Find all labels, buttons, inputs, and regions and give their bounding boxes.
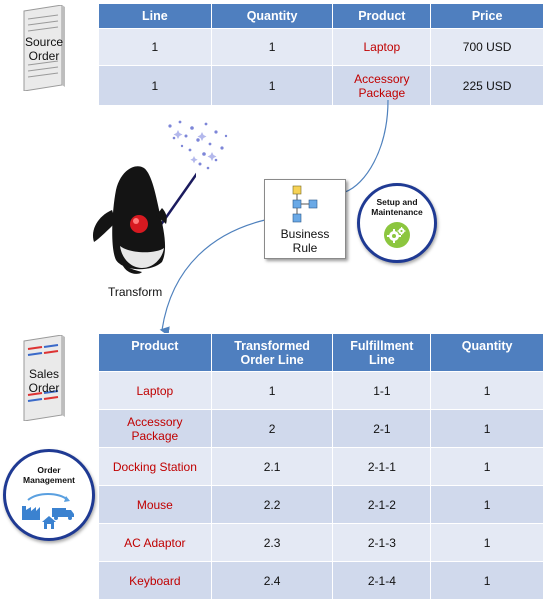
business-rule-box: Business Rule xyxy=(264,179,346,259)
fulfillment-cell: 2-1-1 xyxy=(332,447,432,486)
transform-label: Transform xyxy=(108,285,163,299)
source-order-header-row: Line Quantity Product Price xyxy=(98,3,544,29)
product-line2: Package xyxy=(358,85,406,100)
quantity-cell: 1 xyxy=(430,523,544,562)
price-cell: 700 USD xyxy=(430,28,544,66)
sales-order-document-icon xyxy=(22,334,66,422)
arrow-source-to-business-rule xyxy=(344,99,389,193)
transformed-cell: 2 xyxy=(210,409,334,448)
product-cell: Accessory Package xyxy=(98,409,212,448)
product-line1: Accessory xyxy=(354,71,410,86)
product-cell: Docking Station xyxy=(98,447,212,486)
quantity-cell: 1 xyxy=(430,409,544,448)
sales-header-quantity: Quantity xyxy=(430,333,544,372)
table-row: AC Adaptor 2.3 2-1-3 1 xyxy=(98,523,544,562)
table-row: Keyboard 2.4 2-1-4 1 xyxy=(98,561,544,600)
line-cell: 1 xyxy=(98,28,212,66)
order-management-icon xyxy=(22,493,74,529)
source-header-quantity: Quantity xyxy=(210,3,334,29)
fulfillment-cell: 2-1-3 xyxy=(332,523,432,562)
source-order-label: Source Order xyxy=(24,35,64,63)
table-row: Accessory Package 2 2-1 1 xyxy=(98,409,544,448)
product-cell: Accessory Package xyxy=(332,65,432,106)
quantity-cell: 1 xyxy=(430,485,544,524)
product-cell: Keyboard xyxy=(98,561,212,600)
sales-order-label: Sales Order xyxy=(28,367,60,395)
quantity-cell: 1 xyxy=(430,371,544,410)
quantity-cell: 1 xyxy=(210,65,334,106)
fulfillment-cell: 2-1 xyxy=(332,409,432,448)
price-cell: 225 USD xyxy=(430,65,544,106)
table-row: 1 1 Accessory Package 225 USD xyxy=(98,65,544,106)
transformed-cell: 2.3 xyxy=(210,523,334,562)
gear-icon xyxy=(384,222,410,248)
sparkle-icon xyxy=(168,120,228,170)
product-cell: Mouse xyxy=(98,485,212,524)
quantity-cell: 1 xyxy=(210,28,334,66)
product-cell: AC Adaptor xyxy=(98,523,212,562)
flowchart-icon xyxy=(292,185,318,223)
line-cell: 1 xyxy=(98,65,212,106)
arrow-business-rule-to-sales-order xyxy=(159,219,266,336)
fulfillment-cell: 2-1-4 xyxy=(332,561,432,600)
product-line2: Package xyxy=(131,428,179,443)
table-row: Laptop 1 1-1 1 xyxy=(98,371,544,410)
source-header-price: Price xyxy=(430,3,544,29)
transformed-cell: 2.2 xyxy=(210,485,334,524)
quantity-cell: 1 xyxy=(430,447,544,486)
product-line1: Accessory xyxy=(127,414,183,429)
sales-header-product: Product xyxy=(98,333,212,372)
table-row: Mouse 2.2 2-1-2 1 xyxy=(98,485,544,524)
setup-maintenance-label: Setup and Maintenance xyxy=(371,197,423,217)
business-rule-label: Business Rule xyxy=(280,227,330,255)
source-order-document-icon xyxy=(22,4,66,92)
fulfillment-cell: 1-1 xyxy=(332,371,432,410)
transform-mascot-icon xyxy=(92,166,196,274)
order-management-badge: Order Management xyxy=(3,449,95,541)
transformed-cell: 1 xyxy=(210,371,334,410)
source-header-product: Product xyxy=(332,3,432,29)
quantity-cell: 1 xyxy=(430,561,544,600)
table-row: Docking Station 2.1 2-1-1 1 xyxy=(98,447,544,486)
transformed-cell: 2.4 xyxy=(210,561,334,600)
table-row: 1 1 Laptop 700 USD xyxy=(98,28,544,66)
fulfillment-cell: 2-1-2 xyxy=(332,485,432,524)
product-cell: Laptop xyxy=(98,371,212,410)
source-order-table: Line Quantity Product Price 1 1 Laptop 7… xyxy=(98,3,544,106)
order-management-label: Order Management xyxy=(23,465,75,485)
product-cell: Laptop xyxy=(332,28,432,66)
setup-maintenance-badge: Setup and Maintenance xyxy=(357,183,437,263)
transformed-cell: 2.1 xyxy=(210,447,334,486)
